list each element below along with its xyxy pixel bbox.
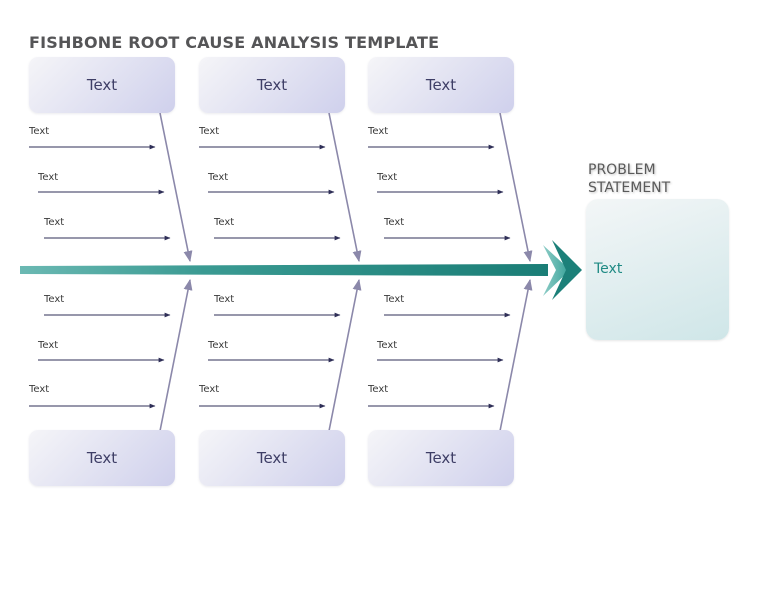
bone-bottom-2 — [328, 278, 362, 432]
cause-label-top-2-1[interactable]: Text — [199, 126, 220, 137]
category-box-bottom-1[interactable]: Text — [29, 430, 175, 486]
problem-heading-line2: STATEMENT — [588, 180, 671, 196]
bones-bottom — [159, 278, 533, 432]
cause-label-bottom-3-1[interactable]: Text — [384, 294, 405, 305]
cause-label-bottom-1-1[interactable]: Text — [44, 294, 65, 305]
cause-arrows-top — [29, 144, 511, 241]
bone-top-3 — [499, 112, 533, 263]
cause-label-top-3-1[interactable]: Text — [368, 126, 389, 137]
cause-label-bottom-2-1[interactable]: Text — [214, 294, 235, 305]
cause-label-top-3-3[interactable]: Text — [384, 217, 405, 228]
category-box-bottom-3[interactable]: Text — [368, 430, 514, 486]
cause-label-bottom-1-2[interactable]: Text — [38, 340, 59, 351]
cause-label-bottom-2-3[interactable]: Text — [199, 384, 220, 395]
cause-label-bottom-1-3[interactable]: Text — [29, 384, 50, 395]
cause-label-bottom-3-2[interactable]: Text — [377, 340, 398, 351]
category-box-top-3[interactable]: Text — [368, 57, 514, 113]
cause-label-top-1-1[interactable]: Text — [29, 126, 50, 137]
category-box-bottom-2[interactable]: Text — [199, 430, 345, 486]
category-box-top-1[interactable]: Text — [29, 57, 175, 113]
bone-top-2 — [328, 112, 362, 263]
problem-heading-line1: PROBLEM — [588, 162, 656, 178]
cause-label-bottom-2-2[interactable]: Text — [208, 340, 229, 351]
bones-top — [159, 112, 533, 263]
cause-arrows-bottom — [29, 312, 511, 409]
problem-statement-box[interactable] — [586, 199, 729, 340]
cause-label-top-2-3[interactable]: Text — [214, 217, 235, 228]
bone-top-1 — [159, 112, 193, 263]
bone-bottom-1 — [159, 278, 193, 432]
cause-label-top-1-2[interactable]: Text — [38, 172, 59, 183]
page-title: FISHBONE ROOT CAUSE ANALYSIS TEMPLATE — [29, 33, 440, 52]
cause-label-top-2-2[interactable]: Text — [208, 172, 229, 183]
cause-label-top-1-3[interactable]: Text — [44, 217, 65, 228]
cause-label-bottom-3-3[interactable]: Text — [368, 384, 389, 395]
spine-arrow — [20, 240, 582, 300]
cause-label-top-3-2[interactable]: Text — [377, 172, 398, 183]
problem-statement-heading: PROBLEM STATEMENT — [588, 161, 670, 197]
category-box-top-2[interactable]: Text — [199, 57, 345, 113]
bone-bottom-3 — [499, 278, 533, 432]
problem-statement-text[interactable]: Text — [594, 261, 623, 277]
